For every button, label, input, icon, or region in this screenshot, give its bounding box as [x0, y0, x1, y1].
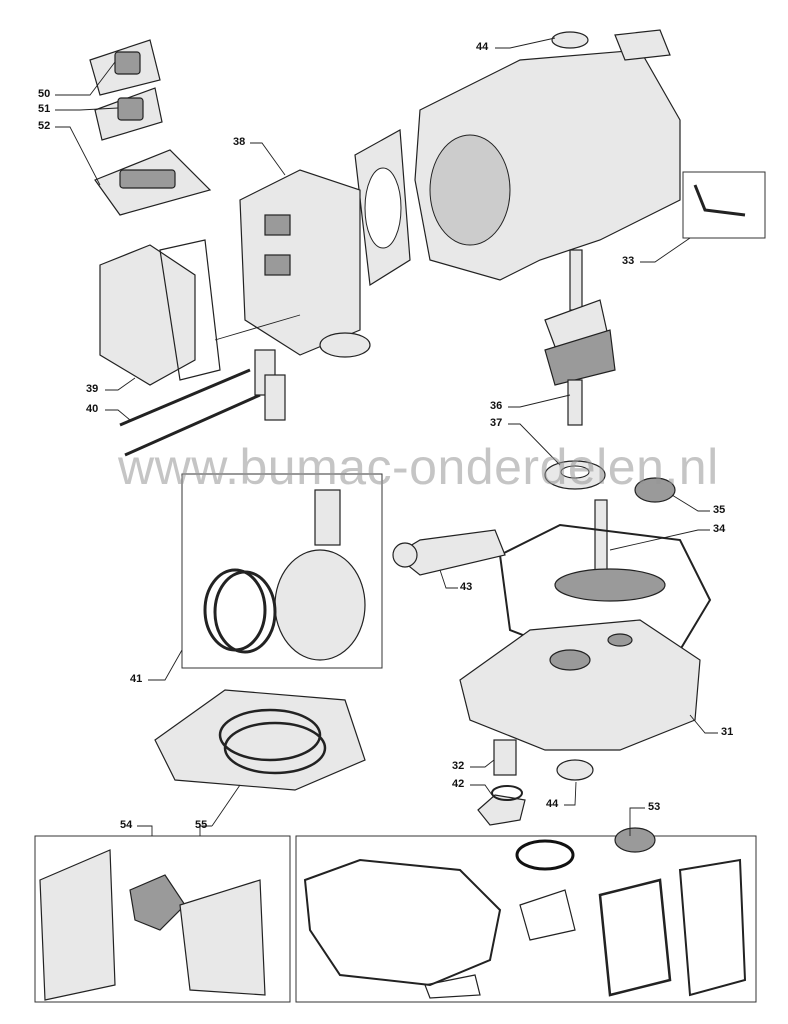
camshaft — [554, 499, 666, 602]
gasket-kit-box — [295, 835, 757, 1003]
callout-42: 42 — [452, 778, 465, 790]
callout-44-top: 44 — [476, 41, 489, 53]
callout-39: 39 — [86, 383, 99, 395]
callout-44-bottom: 44 — [546, 798, 559, 810]
callout-55: 55 — [195, 819, 208, 831]
cylinder-head — [214, 169, 361, 356]
cylinder-block — [414, 29, 681, 281]
bearing — [544, 460, 606, 490]
crankcase-cover — [459, 619, 701, 751]
callout-31: 31 — [721, 726, 734, 738]
watermark: www.bumac-onderdelen.nl — [118, 439, 719, 495]
piston-kit-box — [181, 473, 383, 669]
head-gasket-bore — [364, 167, 402, 249]
callout-38: 38 — [233, 136, 246, 148]
callout-33: 33 — [622, 255, 635, 267]
piston-kit — [203, 489, 366, 661]
small-parts — [477, 739, 594, 826]
governor-rod — [693, 184, 746, 217]
heat-shield-kit-box — [34, 835, 291, 1003]
heat-shield-kit — [39, 849, 266, 1001]
gasket-kit — [303, 827, 747, 999]
callout-35: 35 — [713, 504, 726, 516]
callout-52: 52 — [38, 120, 51, 132]
governor-gear — [634, 477, 676, 503]
callout-41: 41 — [130, 673, 143, 685]
crankshaft — [544, 249, 616, 426]
valve-spring-bags — [89, 39, 212, 216]
leader-lines — [55, 37, 718, 836]
callout-37: 37 — [490, 417, 503, 429]
piston-ring-set — [154, 689, 366, 791]
connecting-rod — [392, 529, 506, 576]
governor-rod-box — [682, 171, 766, 239]
callout-40: 40 — [86, 403, 99, 415]
callout-34: 34 — [713, 523, 726, 535]
callout-53: 53 — [648, 801, 661, 813]
callout-51: 51 — [38, 103, 51, 115]
callout-54: 54 — [120, 819, 133, 831]
callout-50: 50 — [38, 88, 51, 100]
callout-36: 36 — [490, 400, 503, 412]
valves — [119, 332, 371, 457]
callout-32: 32 — [452, 760, 465, 772]
valve-cover — [99, 239, 221, 386]
callout-43: 43 — [460, 581, 473, 593]
